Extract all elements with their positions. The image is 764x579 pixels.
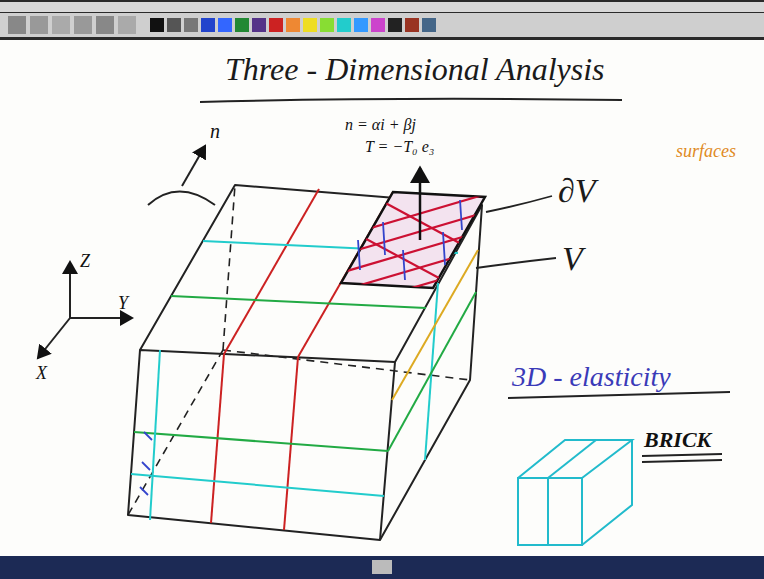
boundary-label: ∂V (558, 172, 596, 209)
axis-label: Z (80, 252, 90, 272)
normal-label: n (210, 120, 220, 142)
traction-equation: T = −T₀ e₃ (365, 138, 434, 156)
topic-note: 3D - elasticity (512, 362, 671, 393)
axis-label: Y (118, 294, 128, 314)
axis-label: X (36, 364, 47, 384)
volume-label: V (562, 240, 583, 277)
surfaces-note: surfaces (676, 142, 736, 162)
normal-equation: n = αi + βj (345, 116, 416, 134)
element-name: BRICK (644, 428, 711, 452)
slide-title: Three - Dimensional Analysis (225, 52, 605, 87)
